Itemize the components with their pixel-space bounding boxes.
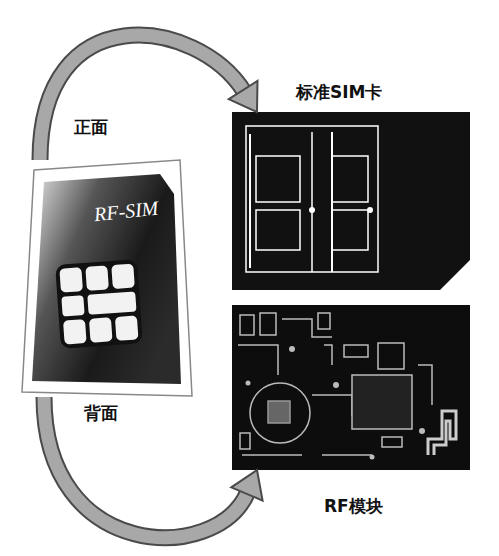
curved-arrow bbox=[44, 397, 263, 538]
rf-sim-card: RF-SIM bbox=[22, 160, 192, 397]
card-body bbox=[32, 174, 181, 384]
node-heading: RF模块 bbox=[324, 495, 383, 518]
curved-arrow bbox=[40, 35, 257, 160]
card-label: RF-SIM bbox=[93, 197, 159, 227]
rf-module-illustration bbox=[232, 305, 470, 470]
edge-label-holder: 背面 bbox=[82, 402, 120, 425]
edge-label: 正面 bbox=[72, 116, 110, 139]
edge-label-holder: 正面 bbox=[72, 116, 110, 139]
sim-illustration bbox=[232, 112, 470, 290]
card-frame bbox=[22, 160, 192, 396]
standard-sim-card: 标准SIM卡 bbox=[232, 112, 470, 290]
edge-label: 背面 bbox=[82, 402, 120, 425]
node-heading: 标准SIM卡 bbox=[296, 81, 383, 104]
rf-module: RF模块 bbox=[232, 305, 470, 470]
card-chip bbox=[55, 259, 143, 349]
